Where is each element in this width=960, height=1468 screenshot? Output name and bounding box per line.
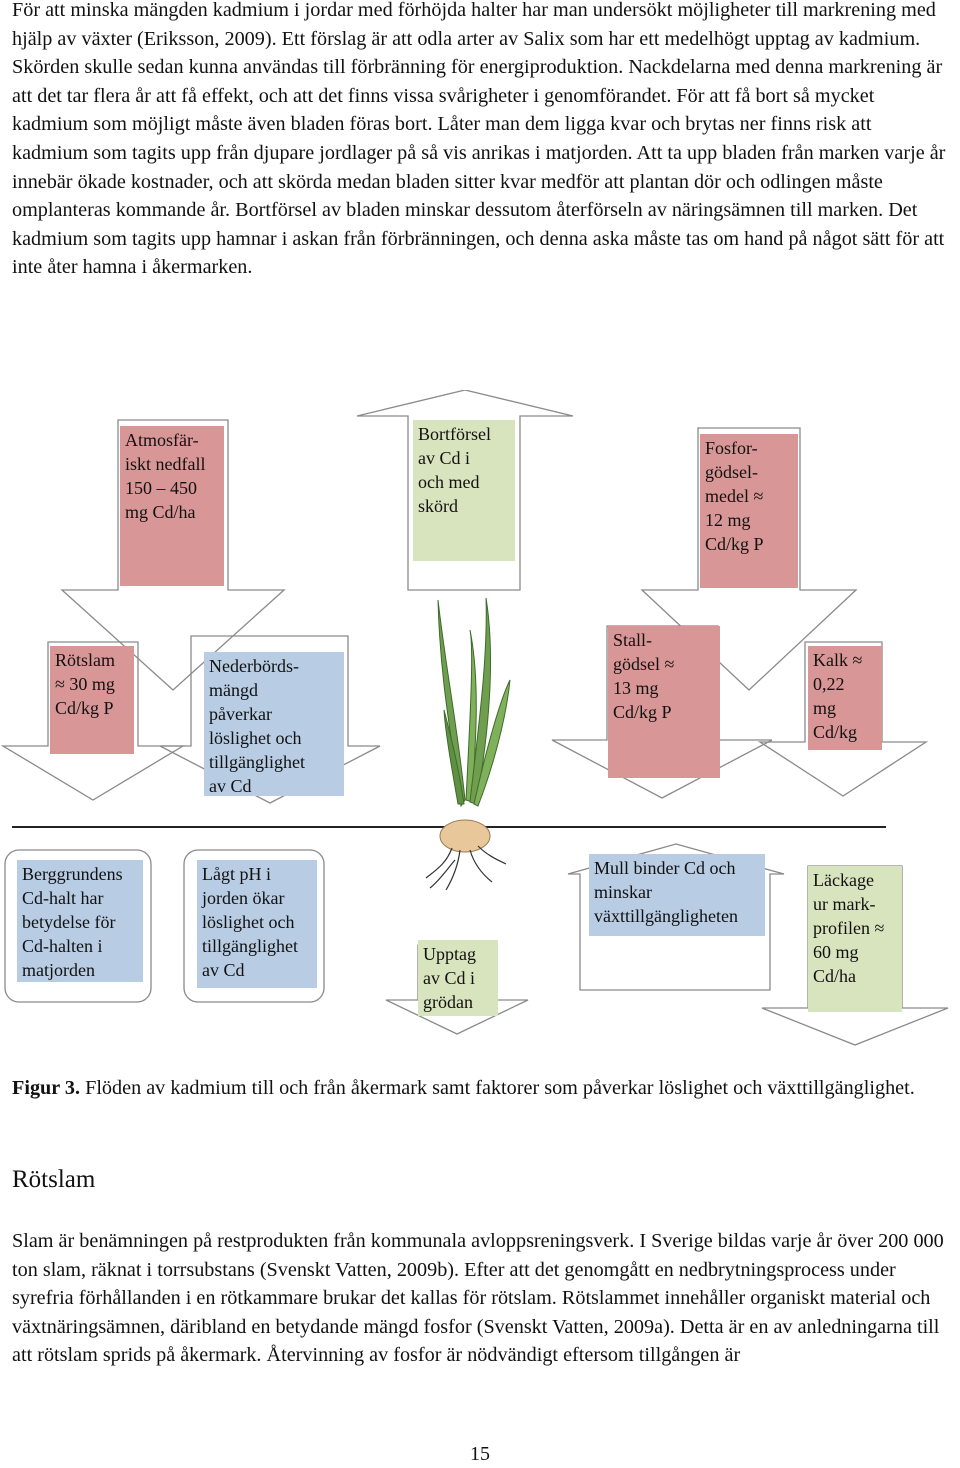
arrow-up-upptag-frame [376,942,380,945]
caption-label: Figur 3. [12,1077,81,1099]
arrow-down-kalk [757,641,929,797]
arrow-down-atmos [60,419,286,691]
berg-box: Berggrundens Cd-halt har betydelse för C… [17,860,143,982]
frame-lagtph [183,849,325,1003]
kalk-box: Kalk ≈ 0,22 mg Cd/kg [808,646,882,750]
page-number: 15 [470,1443,490,1465]
cadmium-flow-figure: Atmosfär- iskt nedfall 150 – 450 mg Cd/h… [0,390,960,1050]
seed [439,819,491,853]
caption-text: Flöden av kadmium till och från åkermark… [80,1077,915,1099]
arrow-down-fosfor [640,427,858,691]
lagtph-box: Lågt pH i jorden ökar löslighet och till… [197,860,317,988]
plant-illustration [425,597,511,891]
arrow-up-mull [567,843,785,991]
arrow-down-rotslam [0,641,186,801]
body-paragraph-2: Slam är benämningen på restprodukten frå… [12,1230,944,1367]
stall-box: Stall- gödsel ≈ 13 mg Cd/kg P [608,626,720,778]
figure-caption: Figur 3. Flöden av kadmium till och från… [12,1074,947,1103]
arrow-down-lackage [761,865,949,1046]
bortforsel-box: Bortförsel av Cd i och med skörd [413,420,515,561]
lackage-box: Läckage ur mark- profilen ≈ 60 mg Cd/ha [808,866,902,1012]
body-paragraph-1: För att minska mängden kadmium i jordar … [12,0,946,279]
atmos-box: Atmosfär- iskt nedfall 150 – 450 mg Cd/h… [120,426,224,586]
arrow-up-bortforsel [356,390,574,591]
section-heading: Rötslam [12,1166,96,1193]
nederbord-box: Nederbörds- mängd påverkar löslighet och… [204,652,344,796]
fosfor-box: Fosfor- gödsel- medel ≈ 12 mg Cd/kg P [700,434,798,588]
mull-box: Mull binder Cd och minskar växttillgängl… [589,854,765,936]
upptag-box: Upptag av Cd i grödan [418,940,498,1016]
rotslam-box: Rötslam ≈ 30 mg Cd/kg P [50,646,134,754]
frame-berg [4,849,152,1003]
